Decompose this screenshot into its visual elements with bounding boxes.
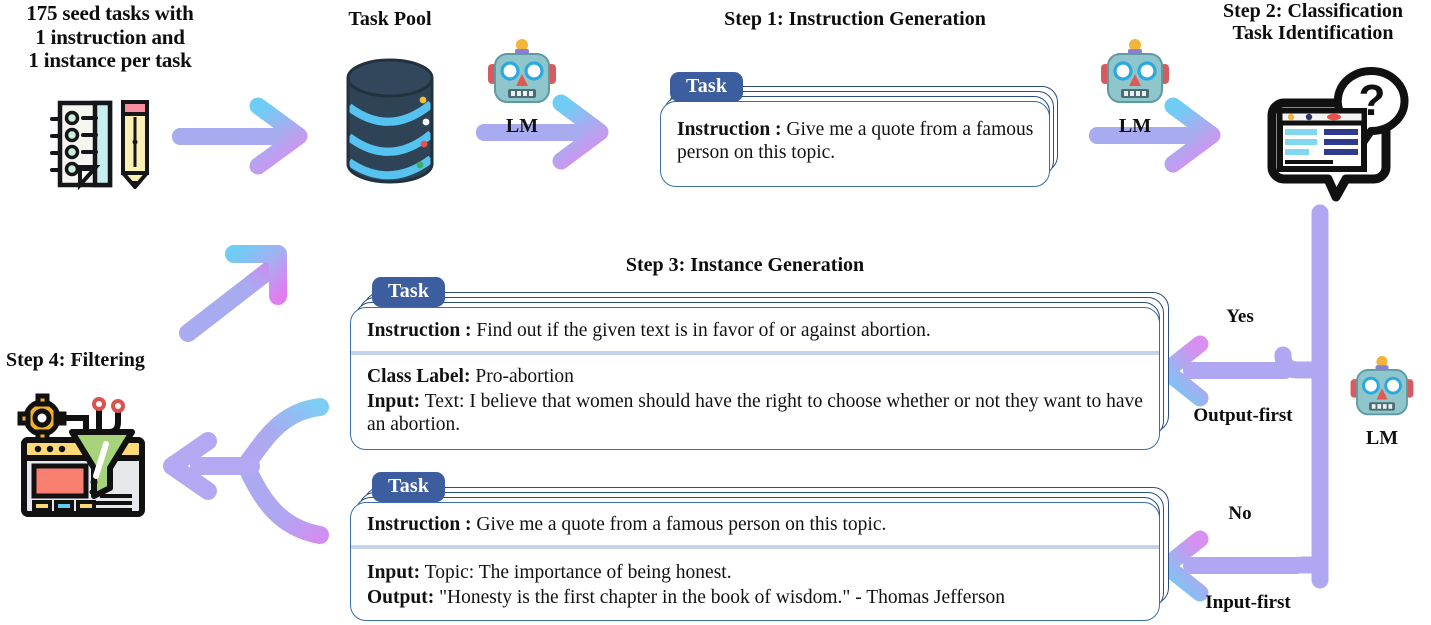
task-badge: Task xyxy=(372,472,446,502)
card-row-class-label: Class Label: Pro-abortion xyxy=(351,355,1159,388)
edge-label-yes: Yes xyxy=(1226,306,1254,327)
row-label: Output: xyxy=(367,587,435,608)
robot-icon xyxy=(1350,356,1414,416)
filter-funnel-icon xyxy=(14,392,154,522)
card-divider xyxy=(351,545,1159,549)
database-icon xyxy=(330,52,450,192)
row-label: Input: xyxy=(367,562,421,583)
step1-heading: Step 1: Instruction Generation xyxy=(724,8,986,30)
edge-label-input-first: Input-first xyxy=(1205,592,1291,613)
lm-group-step3: LM xyxy=(1345,355,1425,449)
step3-classification-card-stack: Instruction : Find out if the given text… xyxy=(350,277,1170,452)
edge-label-no: No xyxy=(1228,503,1252,524)
arrow-seed-to-taskpool xyxy=(172,97,308,175)
row-text: Text: I believe that women should have t… xyxy=(367,391,1143,435)
step1-task-card-stack: Instruction : Give me a quote from a fam… xyxy=(660,72,1060,190)
card-row: Instruction : Give me a quote from a fam… xyxy=(661,102,1049,170)
step1-task-card[interactable]: Instruction : Give me a quote from a fam… xyxy=(660,101,1050,187)
task-badge: Task xyxy=(372,277,446,307)
row-label: Instruction : xyxy=(367,514,472,535)
seed-tasks-heading: 175 seed tasks with 1 instruction and 1 … xyxy=(26,1,194,73)
card-row-input: Input: Text: I believe that women should… xyxy=(351,388,1159,442)
step3-heading: Step 3: Instance Generation xyxy=(625,254,865,276)
step3-generation-card[interactable]: Instruction : Give me a quote from a fam… xyxy=(350,502,1160,621)
row-text: Pro-abortion xyxy=(470,366,574,387)
row-label: Input: xyxy=(367,391,421,412)
row-text: Give me a quote from a famous person on … xyxy=(677,119,1034,163)
lm-label-step1: LM xyxy=(505,115,539,137)
card-row-output: Output: "Honesty is the first chapter in… xyxy=(351,584,1159,615)
card-row-input: Input: Topic: The importance of being ho… xyxy=(351,549,1159,584)
step3-generation-card-stack: Instruction : Give me a quote from a fam… xyxy=(350,472,1170,622)
step2-heading: Step 2: Classification Task Identificati… xyxy=(1223,0,1403,45)
task-badge: Task xyxy=(670,72,744,102)
lm-group-step2: LM xyxy=(1095,38,1175,137)
card-row-instruction: Instruction : Give me a quote from a fam… xyxy=(351,503,1159,545)
notebook-pencil-icon xyxy=(40,95,160,191)
arrow-cards-to-filtering xyxy=(163,398,329,544)
task-pool-heading: Task Pool xyxy=(348,8,432,30)
card-row-instruction: Instruction : Find out if the given text… xyxy=(351,308,1159,351)
row-text: Give me a quote from a famous person on … xyxy=(471,514,887,535)
lm-group-step1: LM xyxy=(482,38,562,137)
card-divider xyxy=(351,351,1159,355)
step3-classification-card[interactable]: Instruction : Find out if the given text… xyxy=(350,307,1160,450)
row-label: Class Label: xyxy=(367,366,471,387)
edge-label-output-first: Output-first xyxy=(1193,405,1293,426)
lm-label-step3: LM xyxy=(1365,427,1399,449)
arrow-yes-to-classification-card xyxy=(1157,335,1329,407)
arrow-no-to-generation-card xyxy=(1157,530,1329,602)
row-text: "Honesty is the first chapter in the boo… xyxy=(434,587,1006,608)
row-label: Instruction : xyxy=(677,119,782,140)
row-text: Find out if the given text is in favor o… xyxy=(471,320,931,341)
robot-icon xyxy=(1101,39,1169,103)
classification-question-icon: ? xyxy=(1262,55,1412,205)
arrow-filtering-to-taskpool xyxy=(179,245,287,342)
robot-icon xyxy=(488,39,556,103)
row-label: Instruction : xyxy=(367,320,472,341)
row-text: Topic: The importance of being honest. xyxy=(420,562,732,583)
step4-heading: Step 4: Filtering xyxy=(6,349,145,371)
lm-label-step2: LM xyxy=(1118,115,1152,137)
